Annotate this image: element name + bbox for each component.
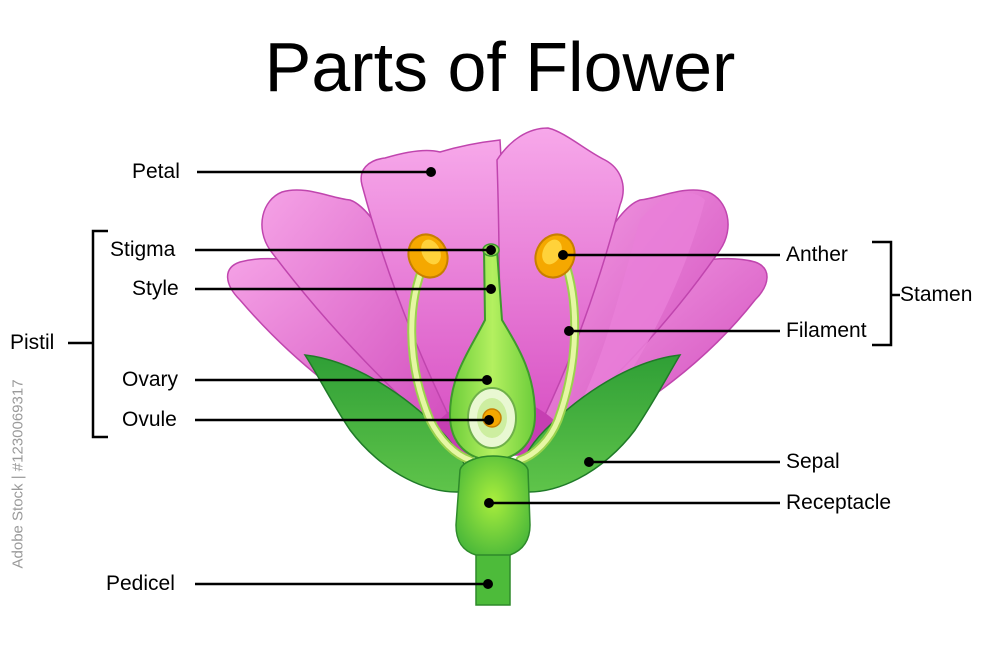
stigma-dot	[486, 245, 496, 255]
label-stigma: Stigma	[110, 238, 176, 261]
label-stamen: Stamen	[900, 283, 973, 306]
label-anther: Anther	[786, 243, 848, 266]
petal-dot	[426, 167, 436, 177]
label-ovule: Ovule	[122, 408, 177, 431]
label-style: Style	[132, 277, 179, 300]
label-sepal: Sepal	[786, 450, 840, 473]
pistil-bracket	[91, 229, 108, 439]
label-filament: Filament	[786, 319, 867, 342]
ovule-dot	[484, 415, 494, 425]
filament-dot	[564, 326, 574, 336]
anther-right-highlight	[542, 239, 562, 265]
stamen-bracket	[872, 240, 893, 347]
anther-dot	[558, 250, 568, 260]
label-receptacle: Receptacle	[786, 491, 892, 514]
anther-left-highlight	[421, 239, 441, 265]
label-pedicel: Pedicel	[106, 572, 175, 595]
receptacle-dot	[484, 498, 494, 508]
style-dot	[486, 284, 496, 294]
stock-watermark: Adobe Stock | #1230069317	[9, 379, 27, 569]
pedicel-dot	[483, 579, 493, 589]
sepal-dot	[584, 457, 594, 467]
pointer-dots	[426, 167, 594, 589]
diagram-title: Parts of Flower	[264, 28, 736, 106]
label-ovary: Ovary	[122, 368, 179, 391]
pedicel	[475, 547, 511, 606]
label-pistil: Pistil	[10, 331, 55, 354]
label-petal: Petal	[132, 160, 180, 183]
pointer-lines	[68, 170, 900, 586]
filament-left-inner	[409, 259, 473, 463]
filament-right-inner	[517, 259, 578, 463]
ovary-dot	[482, 375, 492, 385]
petals	[226, 127, 768, 456]
